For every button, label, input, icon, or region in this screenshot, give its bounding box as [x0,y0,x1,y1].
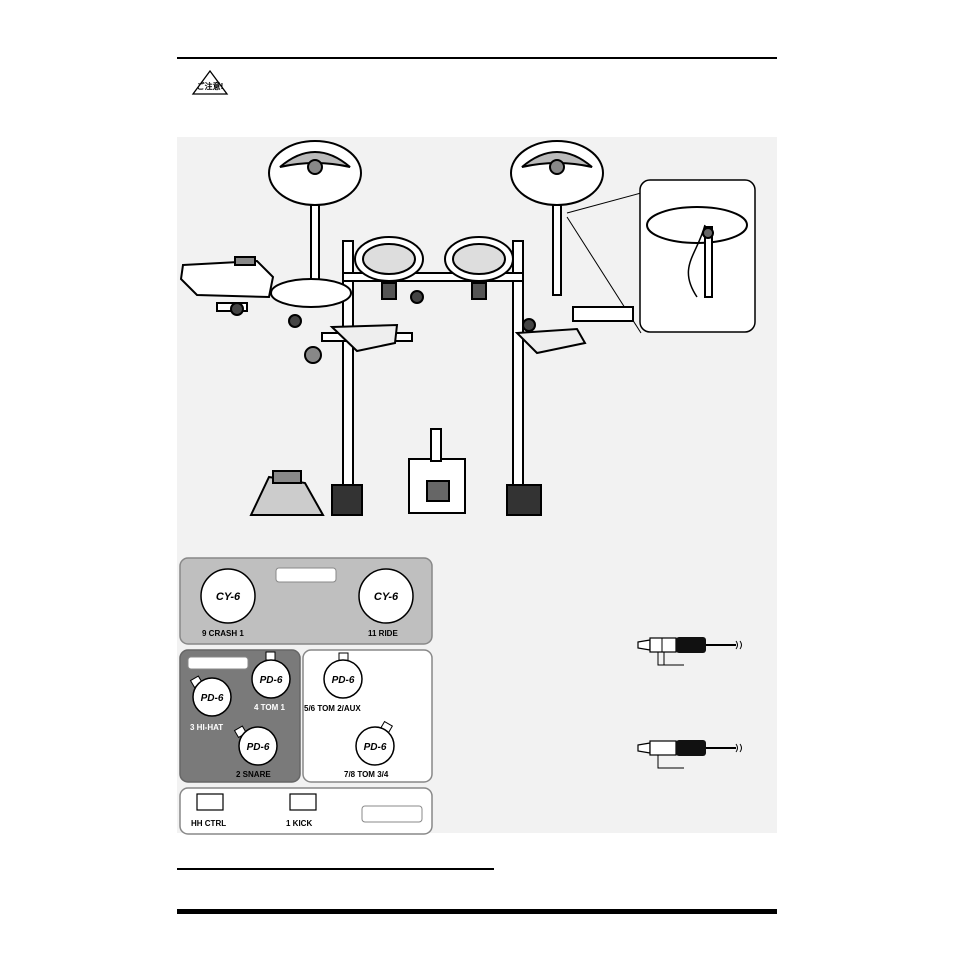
ride-pad-name: CY-6 [374,591,399,603]
caution-icon: ご注意! [191,70,229,95]
snare-pad-name: PD-6 [247,742,270,753]
tom34-input-label: 7/8 TOM 3/4 [344,770,389,779]
mono-plug-icon [637,740,742,769]
top-rule [177,57,777,59]
crash-input-circle [200,568,256,624]
sound-module-icon [179,256,275,312]
bottom-rule [177,909,777,914]
hh-ctrl-label: HH CTRL [191,819,226,828]
kick-pedal-icon [408,428,466,514]
tom34-pad-name: PD-6 [364,742,387,753]
kick-jack [289,793,317,811]
tom1-input-circle [251,659,291,699]
tom1-input-label: 4 TOM 1 [254,703,286,712]
stand-feet-icon [331,484,542,516]
zoom-inset [566,179,756,334]
tom2-input-circle [323,659,363,699]
trigger-input-panel: CY-6 9 CRASH 1 CY-6 11 RIDE PD-6 4 TOM 1… [179,557,433,835]
ride-cymbal-icon [510,140,604,296]
snare-input-label: 2 SNARE [236,770,271,779]
stereo-plug-icon [637,637,742,666]
kick-input-label: 1 KICK [286,819,312,828]
snare-input-circle [238,726,278,766]
hihat-pad-icon [270,278,352,308]
crash-pad-name: CY-6 [216,591,241,603]
hihat-pad-name: PD-6 [201,693,224,704]
ride-input-circle [358,568,414,624]
tom2-pad-name: PD-6 [332,675,355,686]
hihat-input-label: 3 HI-HAT [190,723,223,732]
hihat-pedal-icon [249,470,325,516]
crash-input-label: 9 CRASH 1 [202,629,244,638]
clamps-icon [230,290,634,332]
caution-mark-text: ご注意! [197,81,224,91]
tom34-input-circle [355,726,395,766]
tom-pads-icon [354,236,514,300]
tom2-input-label: 5/6 TOM 2/AUX [304,704,361,713]
crash-cymbal-icon [268,140,362,286]
ride-input-label: 11 RIDE [368,629,398,638]
drum-kit-illustration [179,140,756,516]
tom1-pad-name: PD-6 [260,675,283,686]
hh-ctrl-jack [196,793,224,811]
section-rule [177,868,494,870]
snare-pad-icon [304,323,587,364]
hihat-input-circle [192,677,232,717]
